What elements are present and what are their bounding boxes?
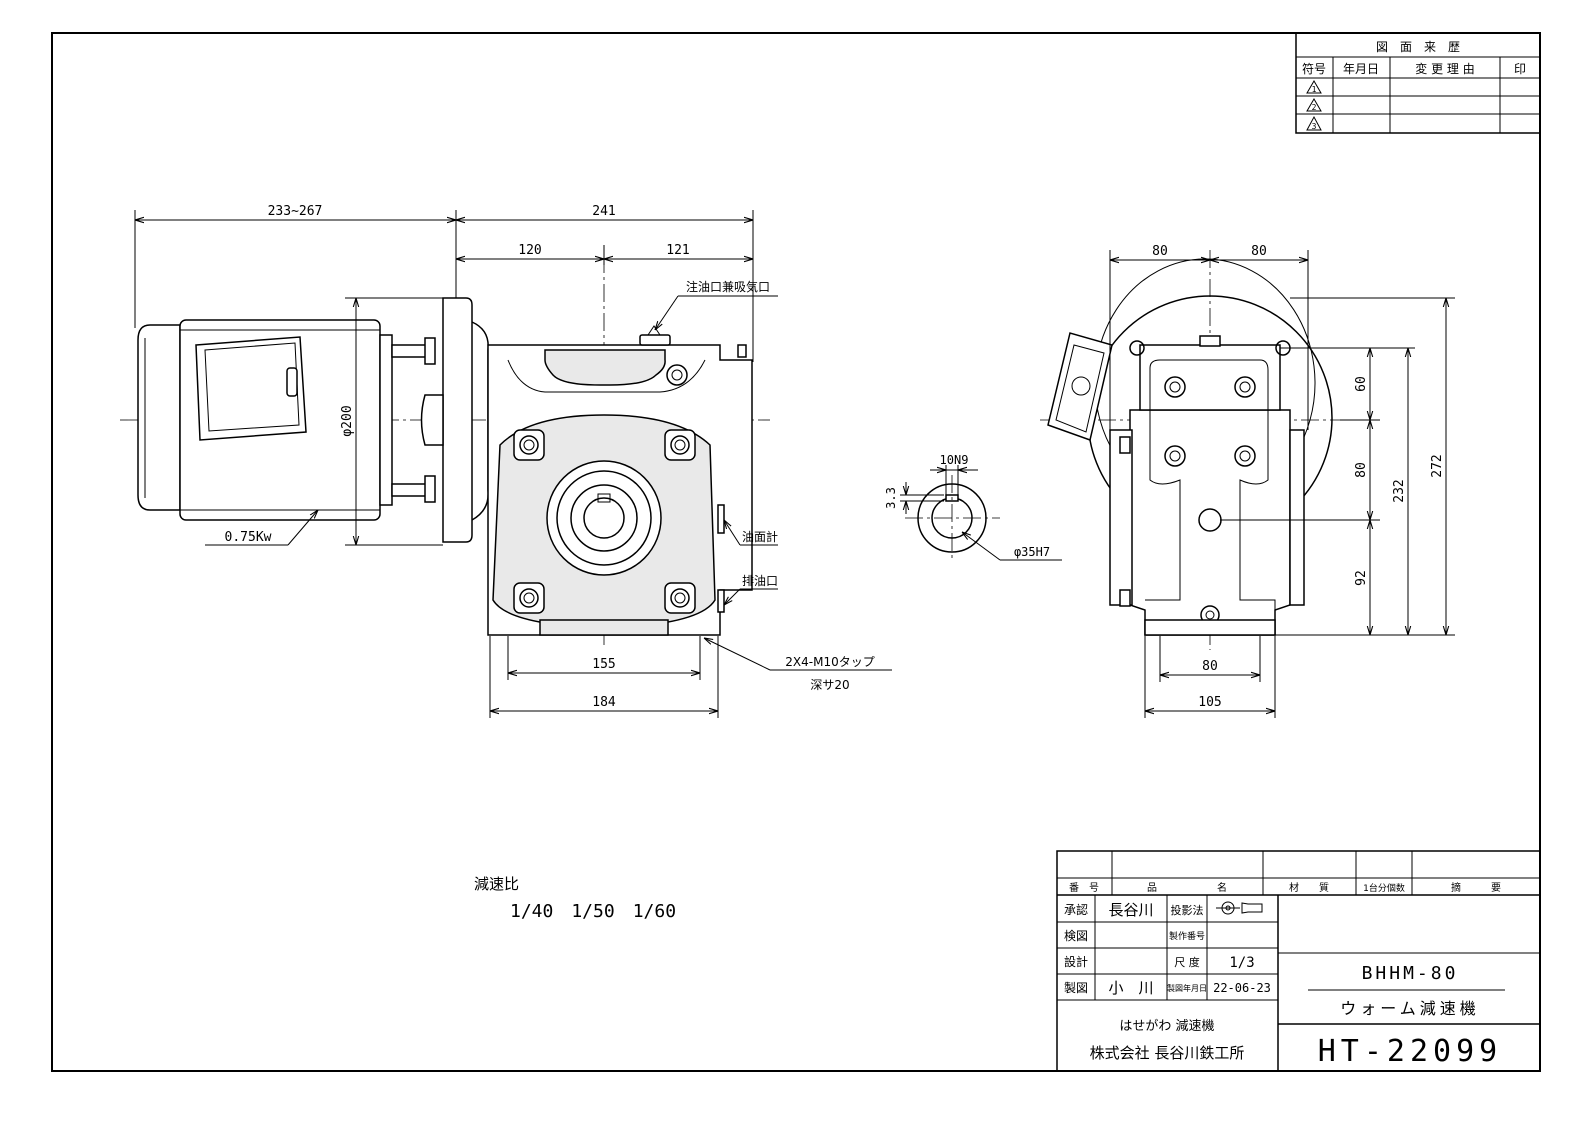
dim-side-80-left: 80 bbox=[1152, 244, 1168, 259]
label-motor-power: 0.75Kw bbox=[225, 530, 272, 545]
ratio-values: 1/40 1/50 1/60 bbox=[510, 901, 676, 922]
reduction-ratio-note: 減速比 1/40 1/50 1/60 bbox=[474, 875, 676, 922]
dim-v-232: 232 bbox=[1392, 479, 1407, 502]
tb-product: ウォーム減速機 bbox=[1340, 999, 1480, 1018]
side-view-dimensions: 80 80 60 80 92 232 272 80 105 bbox=[1109, 244, 1455, 718]
front-view-dimensions: 233~267 241 120 121 φ200 0.75Kw 注油口兼吸気口 … bbox=[134, 204, 892, 718]
tb-header-name: 品 名 bbox=[1147, 881, 1227, 894]
tb-date-label: 製図年月日 bbox=[1167, 983, 1207, 993]
tb-model: BHHM-80 bbox=[1362, 963, 1459, 984]
label-tap-spec: 2X4-M10タップ bbox=[785, 655, 874, 669]
tb-brand-line: はせがわ 減速機 bbox=[1119, 1018, 1214, 1034]
dim-base-105: 105 bbox=[1198, 695, 1221, 710]
revision-table: 図 面 来 歴 符号 年月日 変 更 理 由 印 1 2 3 bbox=[1295, 32, 1541, 134]
revision-header-date: 年月日 bbox=[1343, 62, 1379, 76]
third-angle-projection-icon bbox=[1216, 901, 1263, 915]
label-oil-filler: 注油口兼吸気口 bbox=[686, 279, 770, 294]
dim-key-depth: 3.3 bbox=[884, 487, 898, 509]
title-block: 番 号 品 名 材 質 1台分個数 摘 要 承認 長谷川 投影法 検図 製作番号… bbox=[1056, 850, 1541, 1072]
label-oil-drain: 排油口 bbox=[742, 574, 778, 588]
tb-checked-label: 検図 bbox=[1064, 929, 1088, 943]
revision-header-symbol: 符号 bbox=[1302, 61, 1326, 76]
sheet-border bbox=[51, 32, 1541, 1072]
dim-bore: φ35H7 bbox=[1014, 545, 1050, 559]
dim-121: 121 bbox=[666, 243, 689, 258]
tb-drawn-label: 製図 bbox=[1064, 981, 1088, 995]
tb-projection-label: 投影法 bbox=[1171, 903, 1204, 917]
tb-header-no: 番 号 bbox=[1069, 882, 1099, 894]
bore-detail: 10N9 3.3 φ35H7 bbox=[884, 453, 1062, 561]
tb-drawn-name: 小 川 bbox=[1108, 979, 1153, 997]
dim-241: 241 bbox=[592, 204, 615, 219]
tb-scale-label: 尺 度 bbox=[1174, 955, 1200, 969]
ratio-label: 減速比 bbox=[474, 875, 519, 893]
revision-symbol-1: 1 bbox=[1306, 80, 1322, 94]
dim-v-272: 272 bbox=[1430, 454, 1445, 477]
svg-text:3: 3 bbox=[1312, 122, 1317, 131]
dim-motor-length: 233~267 bbox=[268, 204, 323, 219]
front-view bbox=[120, 255, 770, 645]
revision-table-title: 図 面 来 歴 bbox=[1376, 40, 1460, 54]
dim-phi200: φ200 bbox=[340, 405, 355, 436]
revision-header-seal: 印 bbox=[1514, 62, 1526, 76]
side-view bbox=[1040, 250, 1340, 650]
dim-base-80: 80 bbox=[1202, 659, 1218, 674]
revision-symbol-2: 2 bbox=[1306, 98, 1322, 112]
tb-approved-label: 承認 bbox=[1064, 902, 1088, 917]
dim-v-60: 60 bbox=[1354, 376, 1369, 392]
tb-date-value: 22-06-23 bbox=[1213, 981, 1271, 995]
dim-184: 184 bbox=[592, 695, 616, 710]
tb-header-material: 材 質 bbox=[1289, 881, 1329, 894]
label-oil-gauge: 油面計 bbox=[742, 529, 778, 544]
dim-120: 120 bbox=[518, 243, 541, 258]
tb-company: 株式会社 長谷川鉄工所 bbox=[1090, 1044, 1245, 1062]
tb-design-label: 設計 bbox=[1064, 954, 1088, 969]
tb-header-remarks: 摘 要 bbox=[1451, 881, 1501, 894]
tb-drawing-no: HT-22099 bbox=[1318, 1034, 1503, 1069]
tb-serial-label: 製作番号 bbox=[1169, 930, 1205, 942]
dim-155: 155 bbox=[592, 657, 615, 672]
dim-v-80: 80 bbox=[1354, 462, 1369, 478]
svg-text:2: 2 bbox=[1312, 103, 1317, 112]
dim-key-width: 10N9 bbox=[940, 453, 969, 467]
dim-side-80-right: 80 bbox=[1251, 244, 1267, 259]
revision-symbol-3: 3 bbox=[1306, 115, 1322, 131]
dim-v-92: 92 bbox=[1354, 570, 1369, 586]
svg-text:1: 1 bbox=[1312, 85, 1317, 94]
tb-header-qty: 1台分個数 bbox=[1363, 882, 1405, 894]
tb-approved-name: 長谷川 bbox=[1108, 901, 1153, 919]
revision-header-reason: 変 更 理 由 bbox=[1415, 61, 1474, 76]
tb-scale-value: 1/3 bbox=[1229, 955, 1254, 971]
label-tap-depth: 深サ20 bbox=[810, 678, 849, 692]
